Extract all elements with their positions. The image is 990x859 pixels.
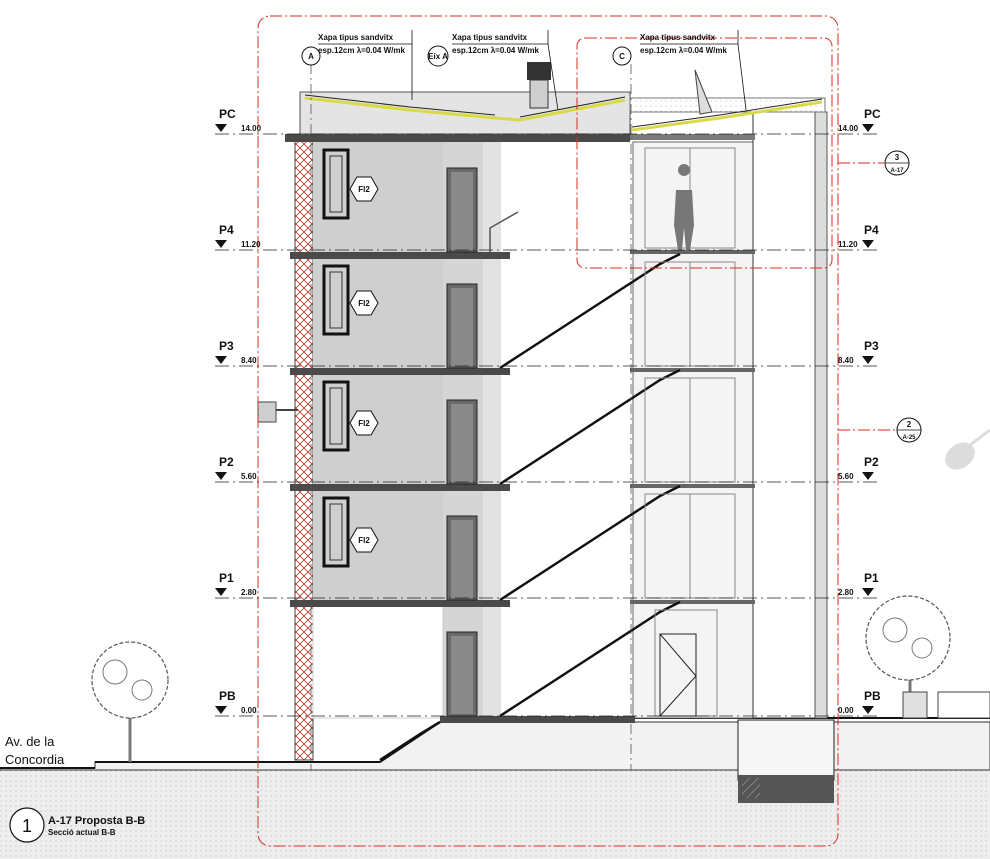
level-tags-left: PC 14.00 P4 11.20 P3 8.40 P2 5.60 P1 2.8…: [215, 107, 262, 715]
svg-text:14.00: 14.00: [838, 124, 859, 133]
level-lines: [215, 133, 880, 717]
svg-text:PB: PB: [864, 689, 881, 703]
level-tag: P1 2.80: [838, 571, 879, 597]
level-tag: P4 11.20: [215, 223, 261, 249]
svg-text:A-17 Proposta B-B: A-17 Proposta B-B: [48, 815, 145, 827]
svg-text:Eix A: Eix A: [428, 52, 448, 61]
tree-right-icon: [865, 595, 990, 719]
svg-text:11.20: 11.20: [838, 240, 858, 249]
svg-text:PB: PB: [219, 689, 236, 703]
window-tag: FI2: [349, 527, 379, 553]
level-tag: PB 0.00: [215, 689, 257, 715]
svg-text:2.80: 2.80: [838, 588, 854, 597]
svg-text:2: 2: [907, 420, 912, 429]
detail-callout: 2 A-25: [896, 417, 922, 443]
svg-text:8.40: 8.40: [241, 356, 257, 365]
title-block: 1 A-17 Proposta B-B Secció actual B-B: [9, 807, 145, 843]
window-tags: FI2 FI2 FI2 FI2: [349, 176, 379, 553]
svg-text:0.00: 0.00: [241, 706, 257, 715]
detail-callout: 3 A-17: [884, 150, 910, 176]
svg-text:P4: P4: [219, 223, 234, 237]
window-tag: FI2: [349, 290, 379, 316]
level-tag: P4 11.20: [838, 223, 879, 249]
section-boundary: [257, 15, 897, 847]
level-tag: PC 14.00: [838, 107, 881, 133]
svg-text:P3: P3: [864, 339, 879, 353]
grid-axes: A Eix A C: [301, 45, 632, 67]
detail-callouts: 3 A-17 2 A-25: [884, 150, 922, 443]
level-tag: P2 5.60: [215, 455, 257, 481]
roof-note: Xapa tipus sandvitx esp.12cm λ=0.04 W/mk: [640, 30, 747, 111]
svg-text:P2: P2: [219, 455, 234, 469]
svg-text:11.20: 11.20: [241, 240, 261, 249]
svg-text:A-17: A-17: [890, 168, 904, 174]
level-tags-right: PC 14.00 P4 11.20 P3 8.40 P2 5.60 P1 2.8…: [838, 107, 881, 715]
svg-text:A-25: A-25: [902, 435, 916, 441]
svg-text:3: 3: [895, 153, 900, 162]
svg-text:FI2: FI2: [358, 536, 370, 545]
svg-text:Av. de la: Av. de la: [5, 734, 55, 749]
level-tag: P3 8.40: [838, 339, 879, 365]
svg-text:14.00: 14.00: [241, 124, 262, 133]
roof-note: Xapa tipus sandvitx esp.12cm λ=0.04 W/mk: [452, 30, 559, 111]
level-tag: P1 2.80: [215, 571, 257, 597]
street-label: Av. de la Concordia: [5, 734, 65, 767]
svg-text:P3: P3: [219, 339, 234, 353]
window-tag: FI2: [349, 410, 379, 436]
svg-text:P1: P1: [864, 571, 879, 585]
svg-text:FI2: FI2: [358, 419, 370, 428]
svg-text:esp.12cm λ=0.04 W/mk: esp.12cm λ=0.04 W/mk: [452, 46, 539, 55]
svg-text:5.60: 5.60: [241, 472, 257, 481]
svg-text:Xapa tipus sandvitx: Xapa tipus sandvitx: [452, 33, 528, 42]
svg-text:8.40: 8.40: [838, 356, 854, 365]
level-tag: PC 14.00: [215, 107, 262, 133]
svg-text:5.60: 5.60: [838, 472, 854, 481]
ground: [0, 717, 990, 859]
tree-left-icon: [91, 641, 169, 762]
svg-text:P1: P1: [219, 571, 234, 585]
svg-text:Secció actual B-B: Secció actual B-B: [48, 828, 116, 837]
svg-text:FI2: FI2: [358, 185, 370, 194]
roof-note: Xapa tipus sandvitx esp.12cm λ=0.04 W/mk: [318, 30, 413, 100]
axis-bubble: Eix A: [427, 45, 449, 67]
building-section: [257, 62, 828, 770]
roof-notes: Xapa tipus sandvitx esp.12cm λ=0.04 W/mk…: [318, 30, 747, 111]
level-tag: P2 5.60: [838, 455, 879, 481]
svg-text:PC: PC: [864, 107, 881, 121]
svg-text:PC: PC: [219, 107, 236, 121]
svg-text:1: 1: [22, 816, 32, 836]
street-lamp-icon: [945, 428, 990, 470]
axis-bubble: C: [612, 46, 632, 66]
svg-text:C: C: [619, 52, 625, 61]
svg-text:Xapa tipus sandvitx: Xapa tipus sandvitx: [318, 33, 394, 42]
svg-text:0.00: 0.00: [838, 706, 854, 715]
svg-text:esp.12cm λ=0.04 W/mk: esp.12cm λ=0.04 W/mk: [640, 46, 727, 55]
svg-text:2.80: 2.80: [241, 588, 257, 597]
svg-text:esp.12cm λ=0.04 W/mk: esp.12cm λ=0.04 W/mk: [318, 46, 405, 55]
svg-text:A: A: [308, 52, 314, 61]
svg-text:Xapa tipus sandvitx: Xapa tipus sandvitx: [640, 33, 716, 42]
svg-text:Concordia: Concordia: [5, 752, 65, 767]
svg-text:FI2: FI2: [358, 299, 370, 308]
svg-text:P2: P2: [864, 455, 879, 469]
svg-text:P4: P4: [864, 223, 879, 237]
window-tag: FI2: [349, 176, 379, 202]
axis-bubble: A: [301, 46, 321, 66]
level-tag: PB 0.00: [838, 689, 881, 715]
level-tag: P3 8.40: [215, 339, 257, 365]
